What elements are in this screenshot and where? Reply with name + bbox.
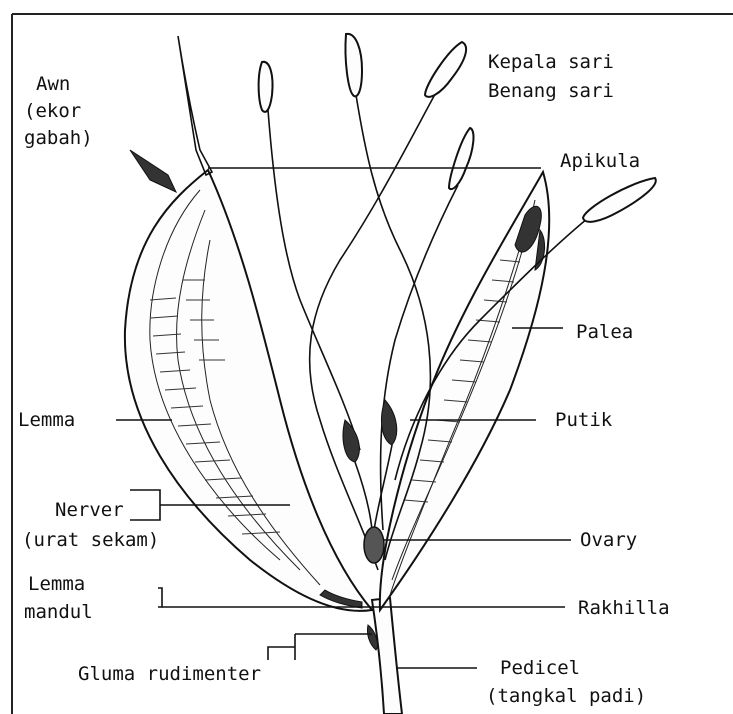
pistil <box>343 400 397 530</box>
lemma-hull <box>125 150 372 611</box>
label-nerver-2: (urat sekam) <box>22 529 159 551</box>
label-awn-1: Awn <box>36 73 70 95</box>
label-awn-3: gabah) <box>24 127 93 149</box>
label-ovary: Ovary <box>580 529 637 551</box>
label-gluma-rudimenter: Gluma rudimenter <box>78 663 261 685</box>
label-lemma: Lemma <box>18 409 75 431</box>
label-putik: Putik <box>555 409 613 431</box>
label-nerver-1: Nerver <box>55 499 124 521</box>
awn <box>178 36 212 175</box>
palea-hull <box>380 172 549 610</box>
label-kepala-sari: Kepala sari <box>488 51 614 73</box>
rachilla <box>320 590 377 650</box>
label-rakhilla: Rakhilla <box>578 597 670 619</box>
label-pedicel-1: Pedicel <box>500 657 580 679</box>
label-apikula: Apikula <box>560 150 640 172</box>
pedicel-stem <box>372 598 402 714</box>
label-palea: Palea <box>576 321 633 343</box>
label-benang-sari: Benang sari <box>488 80 614 102</box>
label-awn-2: (ekor <box>24 100 81 122</box>
label-pedicel-2: (tangkal padi) <box>486 685 646 707</box>
label-lemma-mandul-1: Lemma <box>28 573 85 595</box>
ovary <box>364 527 384 563</box>
label-lemma-mandul-2: mandul <box>24 601 93 623</box>
